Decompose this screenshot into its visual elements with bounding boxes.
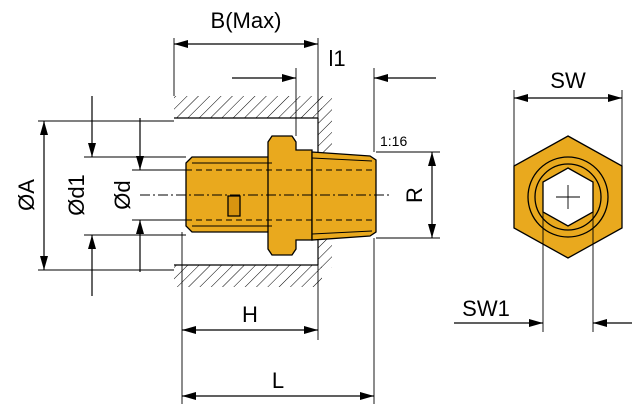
wall-top-right-hatch	[318, 96, 332, 156]
label-dia-d1: Ød1	[64, 174, 89, 216]
label-dia-a: ØA	[14, 179, 39, 211]
dimension-l1: l1	[232, 46, 436, 152]
label-b-max: B(Max)	[211, 8, 282, 33]
wall-bottom-hatch	[174, 265, 322, 287]
dimension-taper: 1:16	[376, 133, 440, 153]
thread-lines	[311, 157, 373, 235]
dimension-l: L	[182, 238, 375, 404]
dimension-sw1: SW1	[454, 212, 632, 332]
label-sw1: SW1	[462, 296, 510, 321]
hex-collar	[267, 135, 313, 256]
label-r: R	[402, 187, 427, 203]
label-taper: 1:16	[380, 133, 407, 149]
label-h: H	[242, 302, 258, 327]
nose-groove	[227, 195, 241, 217]
dimension-b-max: B(Max)	[173, 8, 319, 118]
dimension-h: H	[181, 232, 319, 404]
taper-thread	[311, 151, 377, 241]
label-sw: SW	[550, 68, 586, 93]
fitting-nose	[185, 156, 273, 233]
label-l1: l1	[328, 46, 345, 71]
mounting-wall	[174, 96, 332, 287]
wall-top-hatch	[174, 96, 322, 118]
label-dia-d: Ød	[110, 180, 135, 209]
dimension-dia-d1: Ød1	[64, 96, 186, 296]
dimension-sw: SW	[513, 68, 623, 166]
dimension-dia-d: Ød	[110, 118, 186, 272]
dimension-r: R	[376, 152, 440, 239]
fitting-side-view	[140, 135, 392, 256]
hex-end-view	[513, 135, 623, 259]
dimension-dia-a: ØA	[14, 120, 174, 271]
label-l: L	[272, 368, 284, 393]
